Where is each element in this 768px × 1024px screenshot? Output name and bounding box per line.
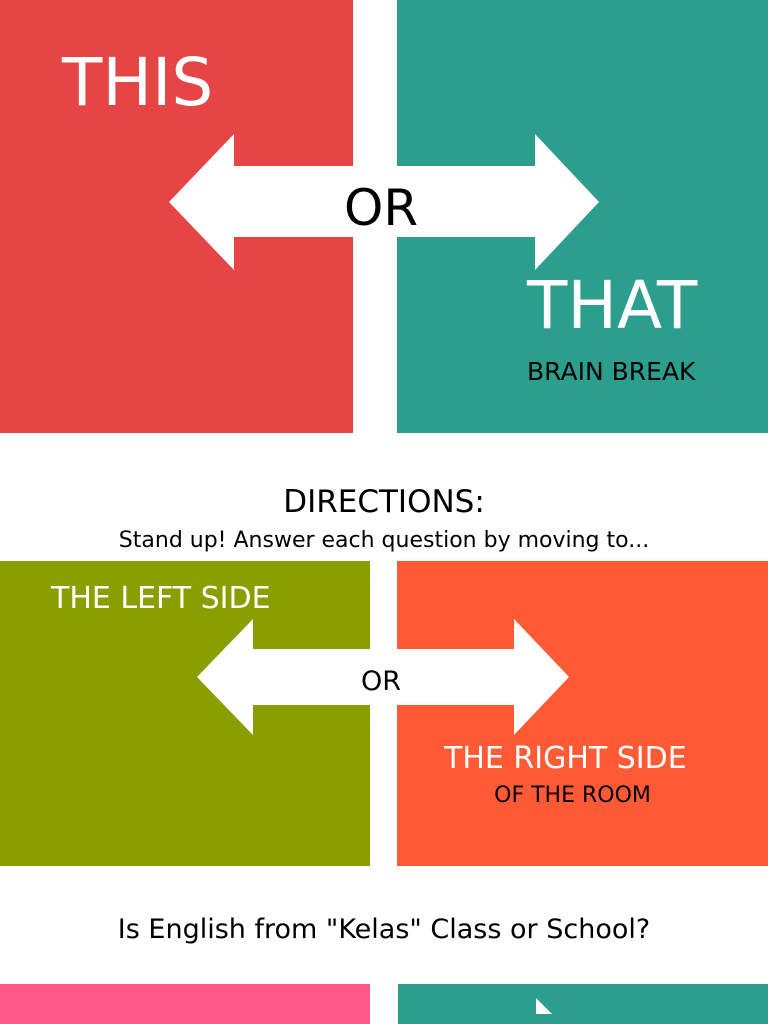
or-label: OR [361,666,402,697]
right-side-label: THE RIGHT SIDE [444,741,687,776]
brain-break-subtitle: BRAIN BREAK [527,357,696,386]
option-right-panel [398,984,768,1024]
double-arrow-icon [197,619,569,735]
this-label: THIS [62,44,214,121]
double-arrow-icon [169,134,599,270]
of-the-room-label: OF THE ROOM [494,783,651,808]
question-text: Is English from "Kelas" Class or School? [117,914,651,945]
directions-heading: DIRECTIONS: [283,484,485,520]
left-side-label: THE LEFT SIDE [51,581,271,616]
option-left-panel [0,984,370,1024]
that-label: THAT [527,267,698,344]
left-side-panel [0,561,370,866]
right-side-panel [397,561,768,866]
directions-instruction: Stand up! Answer each question by moving… [118,528,650,553]
double-arrow-icon [536,998,552,1014]
or-label: OR [344,179,419,237]
